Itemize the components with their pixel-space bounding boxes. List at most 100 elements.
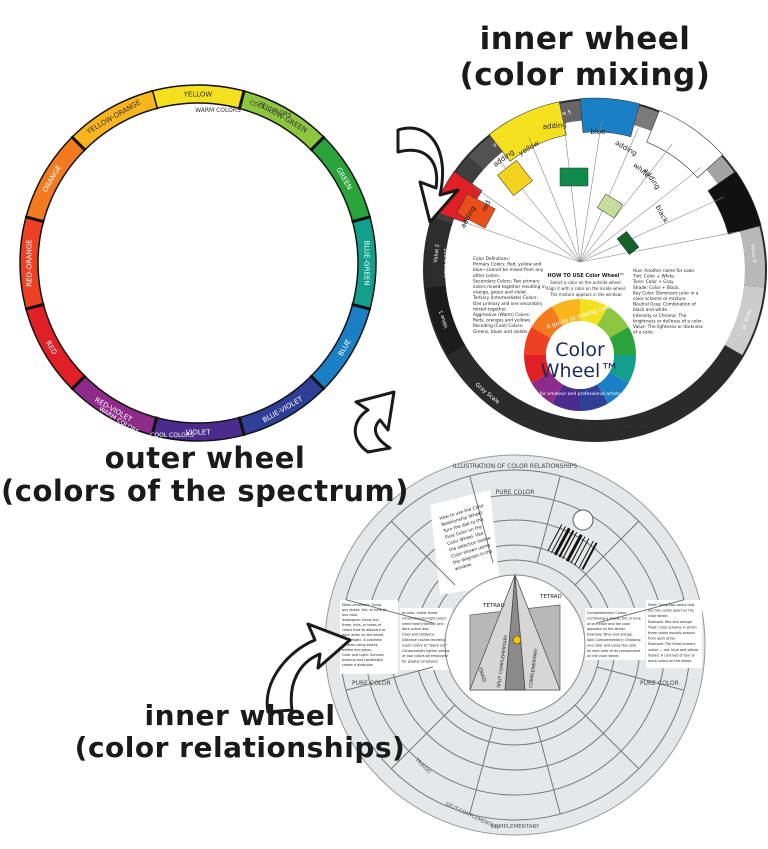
relationship-text-line: Triad: Color scheme in which [647, 625, 697, 629]
relationship-spoke [536, 475, 561, 564]
value-label: Value 1 [438, 309, 449, 328]
relationship-text-line: evening and candlelight [342, 658, 384, 662]
outer-segment [311, 137, 370, 222]
how-to-line: Align it with a color on the inside whee… [546, 286, 626, 291]
inner-ring-segment [524, 327, 551, 355]
printed-label: Printed in the U.S.A. [515, 419, 560, 425]
relationship-text-line: Complementary Colors: [587, 611, 627, 615]
value-label: Value 9 [749, 244, 757, 263]
relationship-text-line: whites and grays. [342, 648, 372, 652]
fan-spoke [579, 196, 724, 263]
adding-label: adding [543, 121, 568, 131]
outer-segment [26, 137, 85, 222]
inner-ring-segment [597, 306, 629, 338]
bottom-label-complementary: COMPLEMENTARY [491, 824, 540, 830]
barcode-bar [565, 533, 583, 562]
definition-line: color scheme or mixture. [633, 296, 687, 302]
text-panel [340, 600, 398, 674]
outer-segment [311, 304, 370, 389]
fan-spoke [472, 185, 581, 263]
outer-segment-label: VIOLET [186, 429, 212, 437]
fan-spoke [579, 143, 673, 263]
mixing-fan [432, 97, 762, 263]
definition-line: Tint: Color + White. [632, 274, 675, 280]
relationship-spoke [596, 599, 685, 624]
definition-line: Intensity or Chroma: The [633, 313, 687, 319]
value-swatch [425, 217, 453, 288]
complementary-shape [504, 574, 526, 691]
definition-line: Reds, oranges and yellows. [473, 318, 532, 324]
segment-divider [24, 302, 45, 311]
inner-ring-segment [609, 355, 636, 383]
relationship-text-line: color wheel. [648, 614, 669, 618]
logo-line-2: Wheel™ [541, 360, 620, 382]
definition-line: mixed together. [473, 306, 507, 312]
inner-ring-segment [531, 372, 563, 404]
definition-line: Color Definitions: [473, 256, 510, 262]
value-swatch [425, 285, 466, 355]
relationship-text-line: colors — red, blue and yellow. [648, 648, 699, 652]
pure-color-right: PURE COLOR [640, 680, 679, 687]
copyright-label: Copyright © 2002, The Color Wheel Compan… [554, 423, 658, 430]
relationship-text-line: create a distortion [342, 663, 373, 667]
mixing-wheel-face [445, 120, 745, 420]
barcode-bar [581, 542, 598, 570]
outer-segment [72, 91, 157, 150]
outer-segment [151, 85, 245, 109]
relationship-text-line: scheme using blacks, [342, 643, 378, 647]
relationship-spoke [596, 666, 685, 691]
definition-line: Value: The lightness or darkness [633, 324, 704, 330]
segment-divider [150, 416, 159, 437]
pct-black-label: 100% Black [442, 248, 448, 278]
outer-segment-label: RED-ORANGE [26, 239, 34, 286]
relationship-text-line: of cool colors be employed [402, 654, 448, 658]
text-panel [646, 600, 702, 668]
tetrad-label-2: TETRAD [539, 594, 562, 600]
relationship-spokes [345, 475, 685, 815]
inner-ring-segment [580, 299, 608, 326]
how-to-panel [430, 490, 500, 595]
outer-segment [151, 417, 245, 441]
barcode-bar [553, 527, 571, 556]
triad-label: TRIAD [476, 666, 487, 683]
barcode-bar [562, 532, 578, 559]
relationship-text-line: Color and Light: Sunrise/ [342, 653, 385, 657]
inner-ring-segment [597, 372, 629, 404]
callout-outer-sub: (colors of the spectrum) [1, 474, 409, 509]
definition-line: Primary Colors: Red, yellow and [473, 262, 542, 268]
relationship-spoke [345, 599, 434, 624]
relationship-text-line: (cool) colors to "black out" [402, 643, 448, 647]
segment-divider [237, 416, 246, 437]
fan-spoke [579, 166, 702, 263]
definition-line: black and white. [633, 307, 668, 313]
relationship-spoke [536, 726, 561, 815]
text-panel [585, 608, 645, 660]
relationship-text-line: are two colors apart on the [648, 609, 694, 613]
fan-spoke [579, 231, 739, 263]
definition-line: Hue: Another name for color. [633, 268, 695, 274]
pure-color-left: PURE COLOR [352, 680, 391, 687]
relationship-text-line: circumstances light colors [402, 616, 447, 620]
relationship-text-line: Analogous: Using any [342, 618, 379, 622]
definition-line: Neutral Gray: Combination of [633, 302, 696, 308]
center-pivot [512, 635, 522, 645]
arrow-to-outer-wheel [353, 390, 396, 454]
segment-divider [70, 374, 87, 391]
fan-spoke [563, 125, 581, 263]
definition-line: Tone: Color + Gray. [632, 279, 674, 285]
segment-divider [70, 135, 87, 152]
relationship-text-line: three, tints, or tones of [342, 623, 382, 627]
outer-color-tab [488, 101, 567, 162]
segment-divider [24, 215, 45, 224]
barcode-bar [558, 530, 575, 558]
inner-ring-segment [609, 327, 636, 355]
definition-line: other colors. [473, 273, 500, 279]
outer-color-tab [579, 97, 640, 138]
fan-spoke [579, 122, 602, 263]
